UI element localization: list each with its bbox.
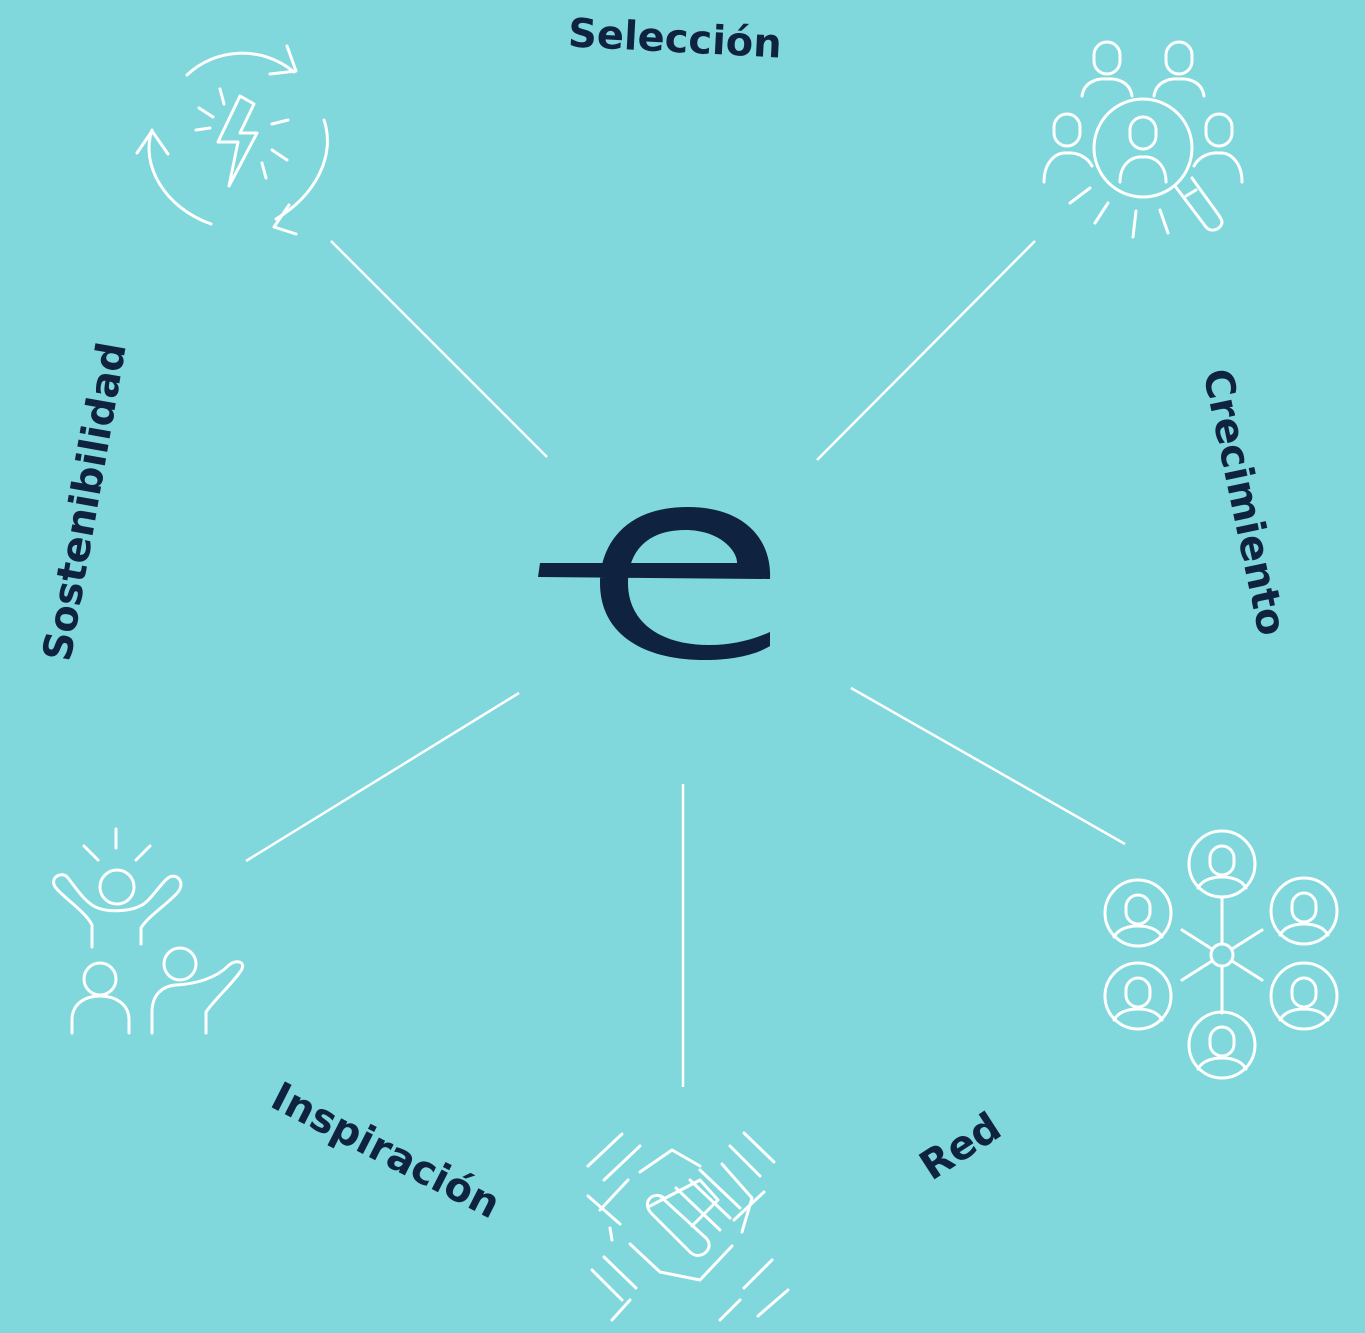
- e-logo-icon: [538, 507, 771, 660]
- label-sostenibilidad: Sostenibilidad: [35, 339, 136, 665]
- people-search-icon: [1042, 40, 1244, 239]
- people-network-icon: [1103, 829, 1339, 1080]
- label-seleccion: Selección: [567, 10, 783, 67]
- recycle-lightning-icon: [135, 44, 329, 236]
- label-red: Red: [912, 1104, 1010, 1190]
- spoke-bottom-left: [245, 691, 520, 863]
- spoke-bottom-right: [850, 686, 1126, 846]
- stacked-hands-icon: [586, 1131, 790, 1322]
- spoke-top-left: [330, 240, 548, 458]
- cheering-people-icon: [52, 827, 245, 1035]
- label-crecimiento: Crecimiento: [1193, 365, 1294, 640]
- label-inspiracion: Inspiración: [264, 1074, 507, 1228]
- spoke-top-right: [816, 240, 1036, 461]
